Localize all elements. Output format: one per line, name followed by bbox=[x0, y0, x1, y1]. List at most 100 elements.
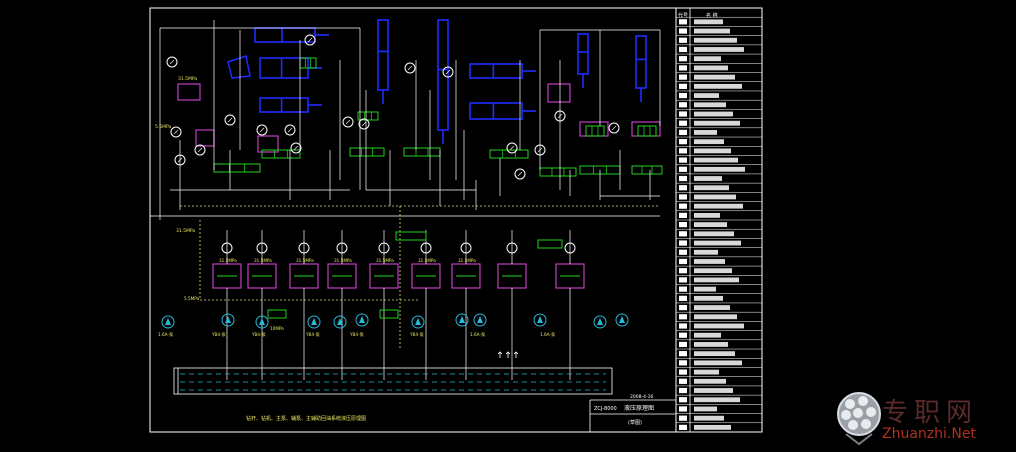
pump-icon bbox=[533, 313, 547, 327]
legend-code-mark bbox=[679, 222, 687, 228]
hydraulic-motor-icon bbox=[227, 55, 251, 79]
pressure-label: 31.5MPa bbox=[176, 228, 195, 234]
directional-valve bbox=[213, 163, 261, 173]
legend-code-mark bbox=[679, 148, 687, 154]
gauge-needle bbox=[509, 145, 515, 151]
legend-code-mark bbox=[679, 369, 687, 375]
pressure-gauge-icon bbox=[336, 242, 348, 254]
pump-arrow bbox=[477, 316, 483, 323]
legend-name-mark bbox=[694, 406, 717, 412]
directional-valve bbox=[631, 165, 663, 175]
legend-name-mark bbox=[694, 102, 726, 108]
legend-code-mark bbox=[679, 249, 687, 255]
pump-label: YB4-泵 bbox=[251, 332, 266, 337]
legend-code-mark bbox=[679, 378, 687, 384]
watermark-brand-cn: 专职网 bbox=[882, 398, 979, 428]
legend-code-mark bbox=[679, 102, 687, 108]
legend-code-mark bbox=[679, 277, 687, 283]
pump-label: YB4-泵 bbox=[305, 332, 320, 337]
pressure-gauge-icon bbox=[442, 66, 454, 78]
gauge-needle bbox=[517, 171, 523, 177]
pressure-label: 31.5MPa bbox=[296, 258, 314, 263]
pressure-gauge-icon bbox=[304, 34, 316, 46]
legend-name-mark bbox=[694, 305, 730, 310]
legend-name-mark bbox=[694, 194, 736, 200]
legend-name-mark bbox=[694, 111, 733, 117]
legend-code-mark bbox=[679, 360, 687, 366]
component-legend-table: 代号名 称 bbox=[675, 7, 763, 433]
legend-code-mark bbox=[679, 415, 687, 421]
legend-code-mark bbox=[679, 397, 687, 403]
directional-valve bbox=[357, 111, 379, 121]
pressure-label: 31.5MPa bbox=[458, 258, 476, 263]
pressure-gauge-icon bbox=[460, 242, 472, 254]
legend-name-mark bbox=[694, 120, 740, 126]
gauge-needle bbox=[293, 145, 299, 151]
legend-code-mark bbox=[679, 304, 687, 311]
pump-icon bbox=[593, 315, 607, 329]
title-drawing-no: ZCJ-8000 bbox=[594, 406, 617, 412]
title-subtitle: (草图) bbox=[628, 419, 642, 426]
legend-name-mark bbox=[694, 19, 723, 25]
pump-icon bbox=[333, 315, 347, 329]
legend-code-mark bbox=[679, 268, 687, 274]
pressure-label: 31.5MPa bbox=[178, 76, 197, 82]
pump-icon bbox=[411, 315, 425, 329]
pressure-label: 31.5MPa bbox=[418, 258, 436, 263]
oil-reservoir bbox=[173, 367, 613, 395]
watermark-brand-en: Zhuanzhi.Net bbox=[882, 426, 976, 442]
pressure-gauge-icon bbox=[174, 154, 186, 166]
pressure-gauge-icon bbox=[221, 242, 233, 254]
gauge-needle bbox=[227, 117, 233, 123]
vertical-cylinder bbox=[377, 19, 389, 91]
hydraulic-cylinder bbox=[259, 97, 309, 113]
pump-arrow bbox=[459, 316, 465, 323]
relief-valve-box bbox=[177, 83, 201, 101]
pump-arrow bbox=[415, 318, 421, 325]
gauge-needle bbox=[177, 157, 183, 163]
gauge-needle bbox=[197, 147, 203, 153]
legend-name-mark bbox=[694, 130, 717, 135]
gauge-needle bbox=[611, 125, 617, 131]
hydraulic-cylinder bbox=[254, 27, 316, 43]
pump-arrow bbox=[165, 318, 171, 325]
gauge-needle bbox=[287, 127, 293, 133]
legend-name-mark bbox=[694, 47, 744, 52]
directional-valve bbox=[261, 149, 301, 159]
pressure-gauge-icon bbox=[608, 122, 620, 134]
return-arrow-icon bbox=[497, 351, 503, 358]
directional-valve bbox=[637, 125, 657, 137]
legend-name-mark bbox=[694, 415, 724, 421]
legend-name-mark bbox=[694, 185, 729, 191]
directional-valve bbox=[489, 149, 529, 159]
legend-code-mark bbox=[679, 37, 687, 43]
gauge-needle bbox=[173, 129, 179, 135]
pump-arrow bbox=[619, 316, 625, 323]
pump-arrow bbox=[225, 316, 231, 323]
gauge-needle bbox=[345, 119, 351, 125]
legend-name-mark bbox=[694, 424, 731, 430]
pressure-gauge-icon bbox=[506, 242, 518, 254]
legend-name-mark bbox=[694, 65, 728, 71]
legend-code-mark bbox=[679, 295, 687, 301]
legend-name-mark bbox=[694, 56, 721, 62]
legend-code-mark bbox=[679, 258, 687, 265]
legend-header-name: 名 称 bbox=[706, 12, 718, 19]
legend-code-mark bbox=[679, 240, 687, 246]
legend-code-mark bbox=[679, 323, 687, 329]
directional-valve bbox=[395, 231, 427, 241]
pressure-gauge-icon bbox=[256, 242, 268, 254]
gauge-needle bbox=[307, 37, 313, 43]
pressure-gauge-icon bbox=[284, 124, 296, 136]
pump-icon bbox=[455, 313, 469, 327]
relief-valve-box bbox=[547, 83, 571, 103]
gauge-needle bbox=[169, 59, 175, 65]
legend-code-mark bbox=[679, 332, 687, 338]
pressure-gauge-icon bbox=[358, 118, 370, 130]
legend-code-mark bbox=[679, 166, 687, 172]
legend-name-mark bbox=[694, 277, 739, 283]
title-date: 2008-4-16 bbox=[630, 394, 653, 400]
legend-name-mark bbox=[694, 286, 716, 292]
